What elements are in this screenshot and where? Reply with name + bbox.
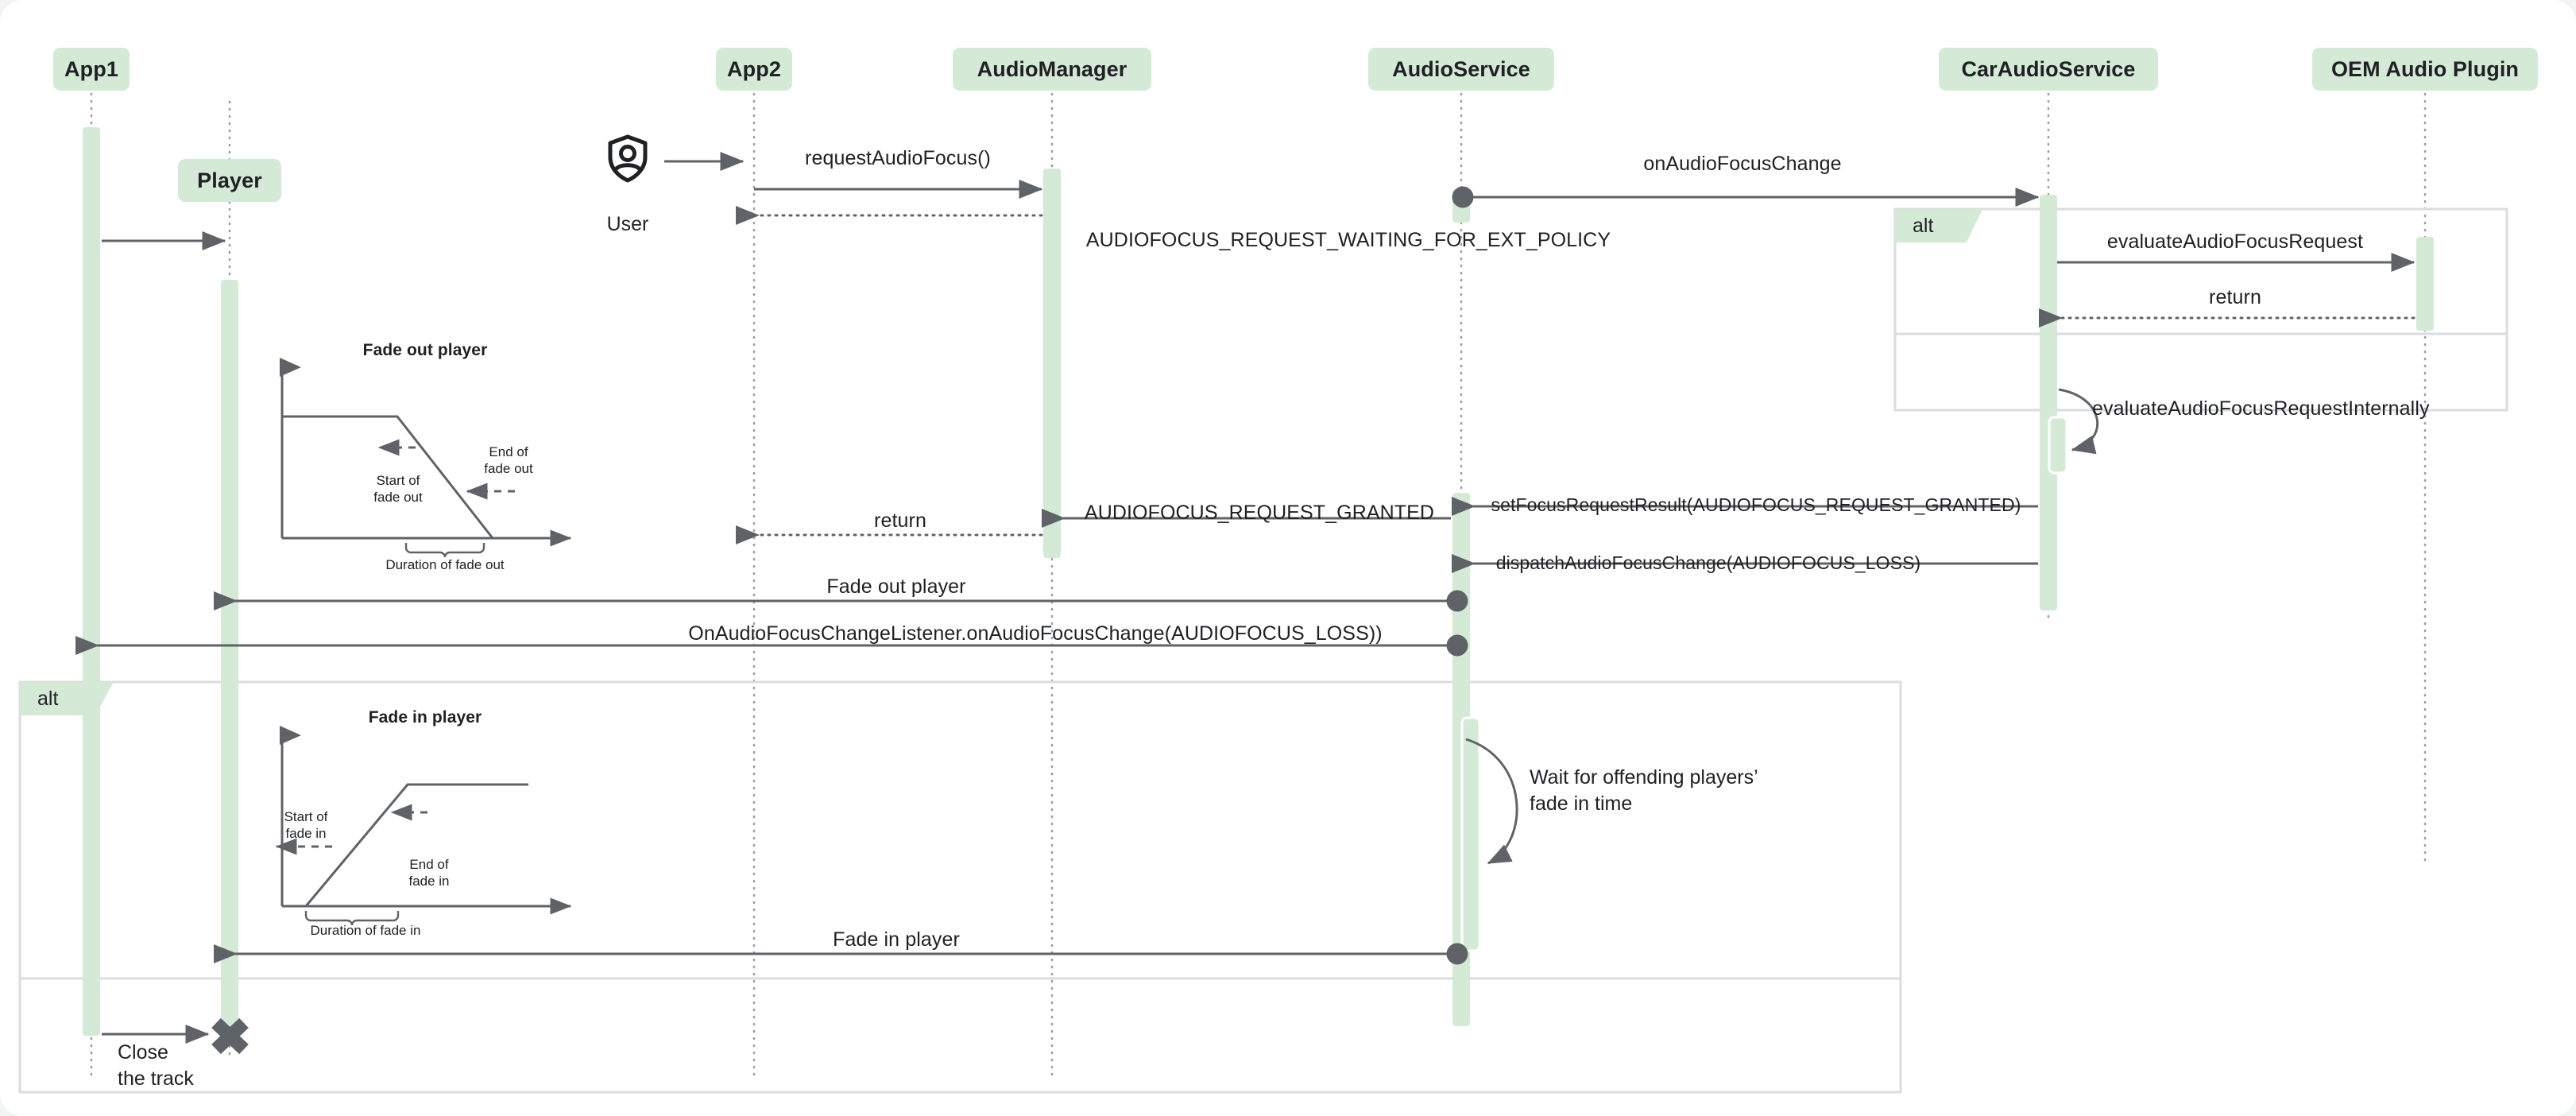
participant-player-label: Player (197, 168, 262, 192)
fragment-alt-right-text: alt (1913, 214, 1934, 237)
fade-in-duration-brace (304, 911, 400, 926)
message-label-evaluate-internally: evaluateAudioFocusRequestInternally (2092, 397, 2430, 420)
message-label-on-audio-focus-change-listener: OnAudioFocusChangeListener.onAudioFocusC… (688, 622, 1383, 645)
fragment-frames (18, 207, 2508, 1094)
fragment-alt-left-label: alt (20, 682, 95, 715)
message-label-evaluate-return: return (2209, 286, 2261, 308)
message-label-return: return (874, 510, 926, 532)
note-end-of-fade-out: End of fade out (484, 444, 533, 477)
arrow-evaluate-internally-self (2058, 388, 2099, 455)
activation-app1 (83, 127, 100, 1036)
participant-player[interactable]: Player (178, 159, 281, 202)
activation-cas (2040, 195, 2057, 610)
shield-user-icon (608, 134, 648, 183)
arrow-wait-fade-in-self (1465, 738, 1518, 865)
fragment-alt-left-text: alt (37, 687, 59, 710)
participant-app1[interactable]: App1 (53, 48, 130, 91)
fade-out-duration-brace (404, 543, 485, 558)
participant-caraudioservice[interactable]: CarAudioService (1939, 48, 2158, 91)
participant-app2-label: App2 (727, 56, 781, 81)
participant-app1-label: App1 (64, 56, 118, 81)
note-start-of-fade-out: Start of fade out (373, 473, 423, 506)
participant-audiomanager-label: AudioManager (977, 56, 1127, 81)
participant-audioservice[interactable]: AudioService (1368, 48, 1554, 91)
actor-user-label: User (606, 213, 649, 235)
message-label-request-audio-focus: requestAudioFocus() (805, 147, 991, 169)
activation-player (221, 280, 238, 1031)
fade-out-inset-title: Fade out player (362, 341, 488, 359)
fade-in-series (304, 783, 528, 907)
message-label-wait-fade-in: Wait for offending players’ fade in time (1530, 766, 1758, 815)
message-label-set-focus-request-result: setFocusRequestResult(AUDIOFOCUS_REQUEST… (1491, 494, 2021, 515)
message-arrows (75, 152, 2415, 1044)
activation-as (1452, 189, 1470, 223)
participant-oem-audio-plugin[interactable]: OEM Audio Plugin (2312, 48, 2538, 91)
frag-alt-right-rect (1893, 207, 2508, 412)
fragment-alt-right-label: alt (1895, 209, 1967, 242)
message-label-audiofocus-request-granted: AUDIOFOCUS_REQUEST_GRANTED (1084, 502, 1435, 524)
message-label-fade-in-player: Fade in player (833, 928, 960, 951)
activation-cas-nested (2048, 416, 2068, 475)
note-duration-of-fade-out: Duration of fade out (385, 557, 505, 572)
activation-am (1043, 169, 1061, 558)
message-label-evaluate-audio-focus-request: evaluateAudioFocusRequest (2106, 231, 2364, 253)
activation-as-nested (1460, 716, 1481, 952)
note-end-of-fade-in: End of fade in (408, 857, 450, 889)
participant-oem-label: OEM Audio Plugin (2330, 56, 2520, 81)
participant-caraudioservice-label: CarAudioService (1961, 56, 2136, 81)
frag-alt-right-tab (1895, 209, 1982, 242)
activation-oem (2416, 237, 2434, 331)
fade-in-chart-art (275, 726, 572, 926)
note-duration-of-fade-in: Duration of fade in (310, 923, 421, 938)
frag-alt-left-rect (18, 680, 1902, 1094)
message-label-waiting-ext-policy: AUDIOFOCUS_REQUEST_WAITING_FOR_EXT_POLIC… (1085, 229, 1611, 251)
participant-audioservice-label: AudioService (1392, 56, 1530, 81)
message-label-fade-out-player: Fade out player (826, 575, 966, 598)
message-label-close-the-track: Close the track (118, 1041, 194, 1090)
participant-app2[interactable]: App2 (716, 48, 792, 91)
destroy-x-icon (211, 1017, 249, 1055)
message-label-dispatch-audio-focus-change: dispatchAudioFocusChange(AUDIOFOCUS_LOSS… (1495, 552, 1921, 573)
participant-audiomanager[interactable]: AudioManager (953, 48, 1151, 91)
fade-in-inset-title: Fade in player (368, 708, 482, 727)
fade-out-series (282, 415, 494, 539)
fade-out-chart-art (280, 358, 572, 558)
message-label-on-audio-focus-change: onAudioFocusChange (1643, 153, 1842, 175)
note-start-of-fade-in: Start of fade in (284, 809, 328, 842)
